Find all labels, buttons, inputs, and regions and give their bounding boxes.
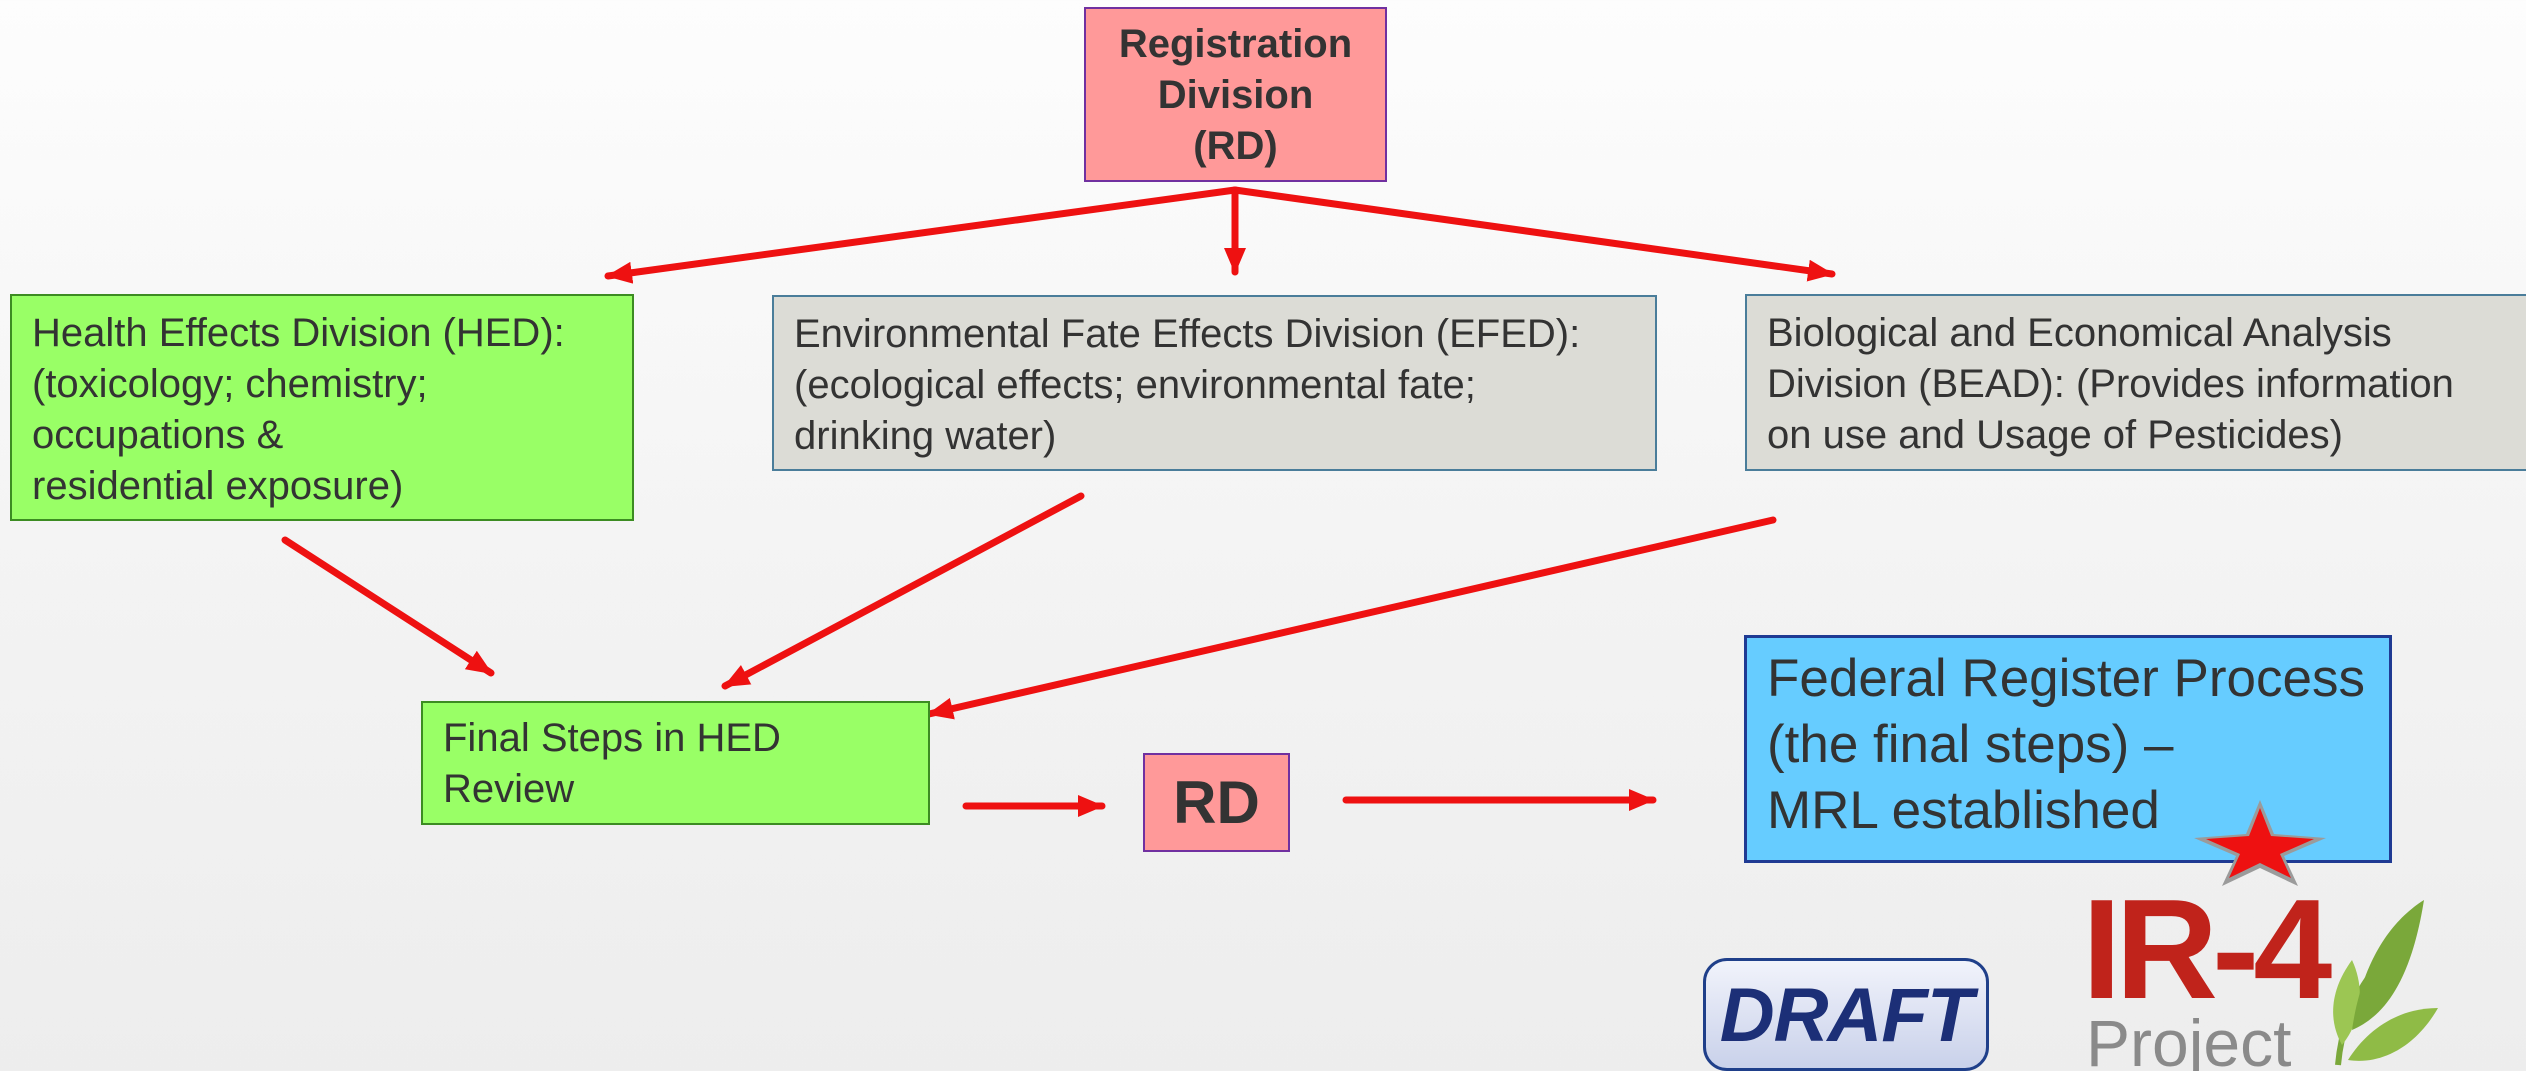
registration-division-label: Registration Division (RD) <box>1118 22 1353 168</box>
ir4-project-logo: IR-4 Project <box>2082 880 2438 1071</box>
rd-label: RD <box>1173 769 1260 836</box>
rd-box: RD <box>1143 753 1290 852</box>
arrow-rd-to-bead <box>1231 186 1836 282</box>
federal-register-box: Federal Register Process (the final step… <box>1744 635 2392 863</box>
draft-badge: DRAFT <box>1703 958 1989 1071</box>
hed-label: Health Effects Division (HED): (toxicolo… <box>32 311 565 508</box>
draft-label: DRAFT <box>1719 973 1974 1058</box>
arrow-rd-to-hed <box>604 186 1239 284</box>
registration-division-box: Registration Division (RD) <box>1084 7 1387 182</box>
efed-label: Environmental Fate Effects Division (EFE… <box>794 312 1581 458</box>
final-steps-box: Final Steps in HED Review <box>421 701 930 825</box>
star-icon <box>2194 800 2326 886</box>
federal-register-label: Federal Register Process (the final step… <box>1767 649 2365 840</box>
bead-label: Biological and Economical Analysis Divis… <box>1767 311 2454 457</box>
logo-name: IR-4 <box>2082 880 2332 1029</box>
arrow-efed-to-final <box>721 492 1085 690</box>
arrow-hed-to-final <box>281 536 495 677</box>
logo-subtitle: Project <box>2086 1006 2291 1071</box>
leaf-icon <box>2333 900 2438 1066</box>
biological-economical-division-box: Biological and Economical Analysis Divis… <box>1745 294 2526 471</box>
arrow-bead-to-final <box>925 516 1777 720</box>
final-steps-label: Final Steps in HED Review <box>443 716 781 811</box>
environmental-fate-division-box: Environmental Fate Effects Division (EFE… <box>772 295 1657 471</box>
health-effects-division-box: Health Effects Division (HED): (toxicolo… <box>10 294 634 521</box>
